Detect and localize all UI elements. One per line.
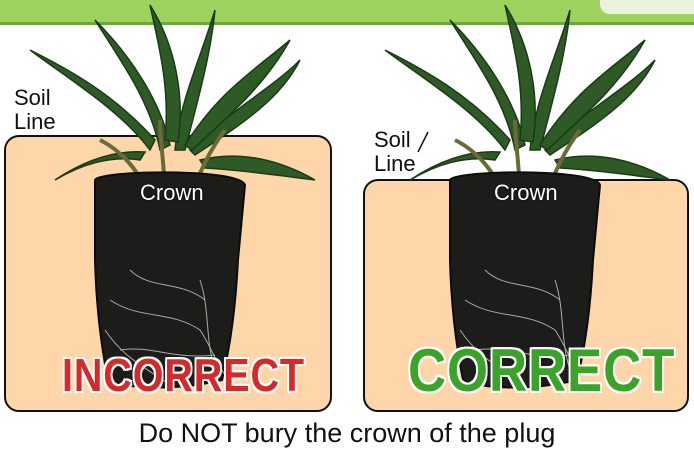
line-word: Line	[374, 152, 416, 176]
soil-line-label-correct: Soil Line	[374, 128, 416, 176]
soil-word: Soil	[374, 128, 416, 152]
caption: Do NOT bury the crown of the plug	[0, 418, 694, 449]
soil-line-pointer	[418, 132, 428, 152]
plant-leaves-correct	[385, 5, 670, 180]
crown-label-correct: Crown	[494, 180, 558, 206]
correct-verdict: CORRECT	[408, 336, 675, 405]
